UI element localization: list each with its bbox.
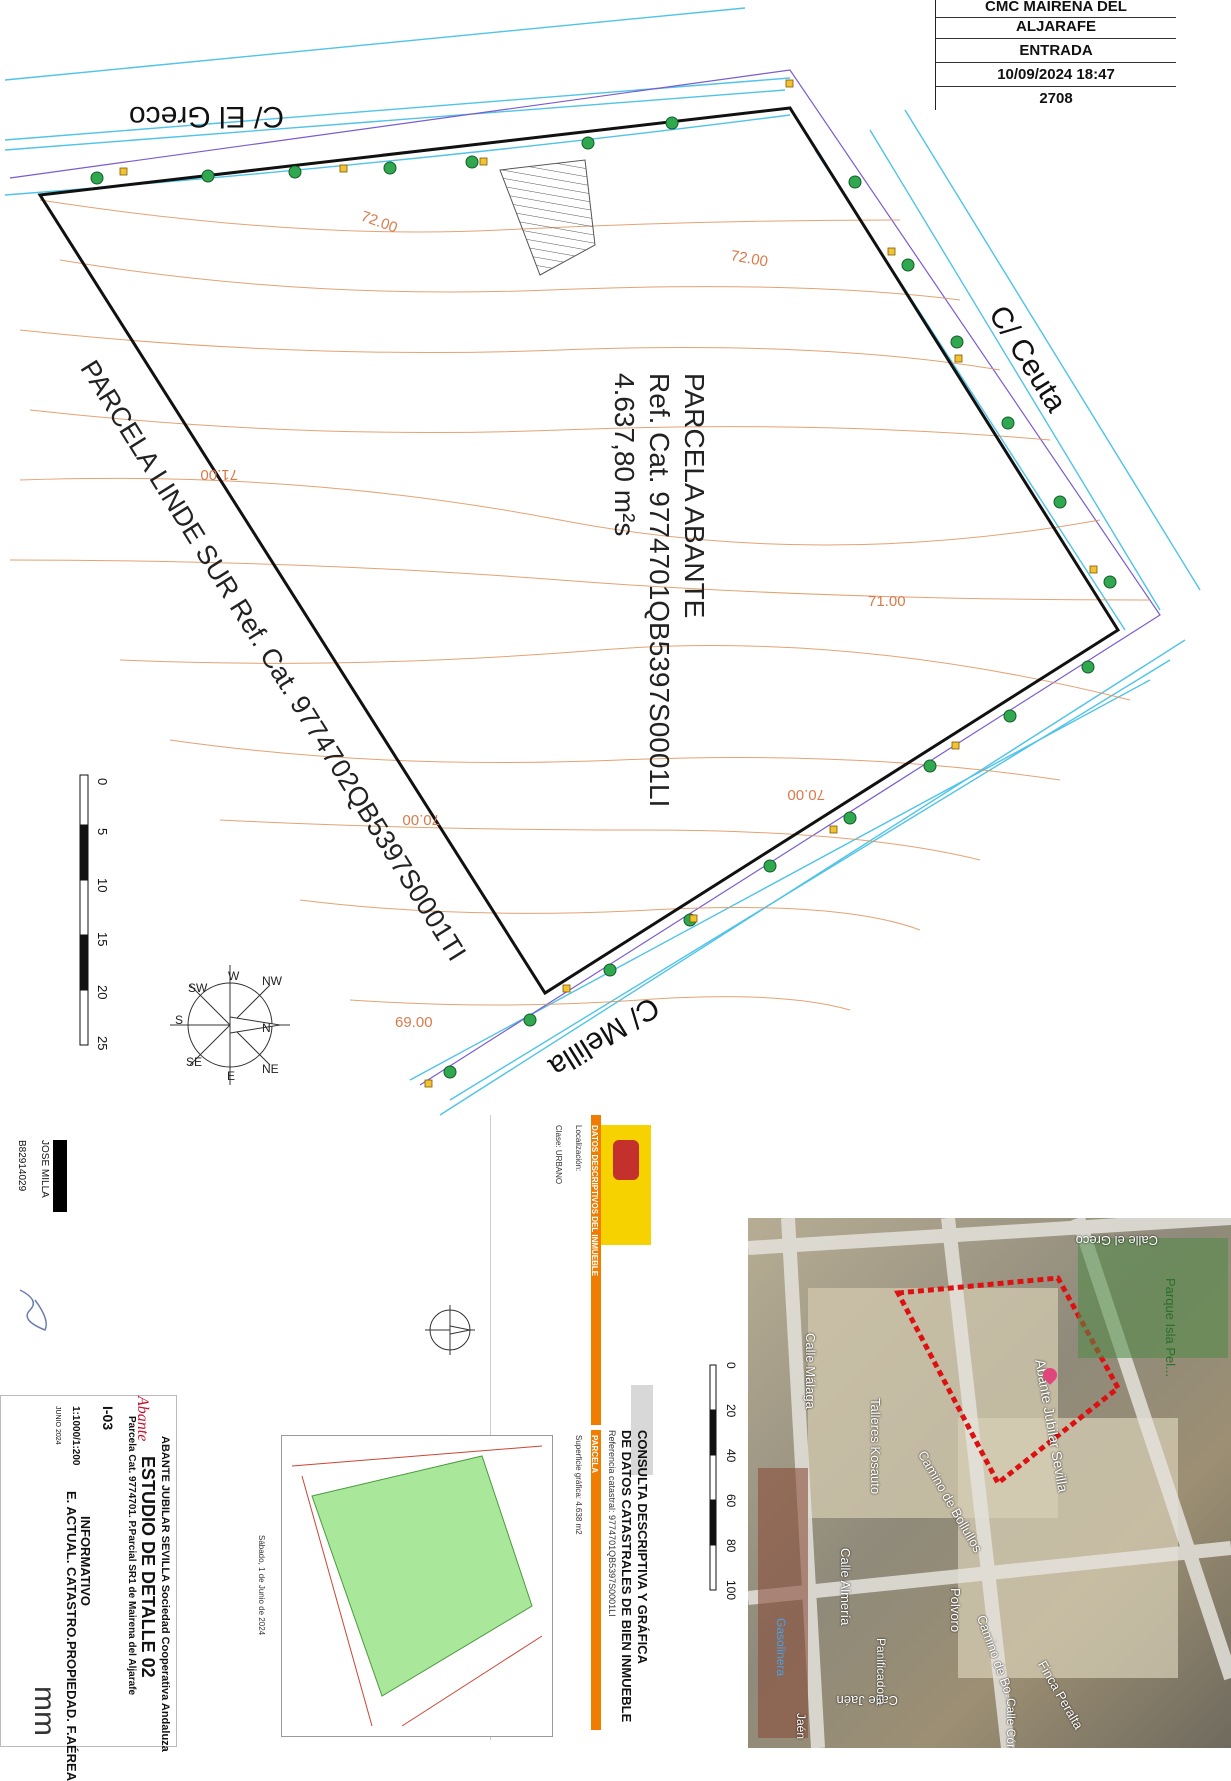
cadastral-date: Sábado, 1 de Junio de 2024 xyxy=(257,1535,266,1636)
aerial-label-panificadora: Panificadora xyxy=(874,1638,888,1705)
stamp-type: ENTRADA xyxy=(936,39,1176,63)
compass-labels: N S E W NE NW SE SW xyxy=(175,969,283,1083)
orange-bar-2 xyxy=(591,1430,601,1730)
compass-w: W xyxy=(228,969,240,983)
contour-label: 70.00 xyxy=(402,811,440,828)
contour-labels: 72.00 72.00 71.00 71.00 70.00 70.00 69.0… xyxy=(200,208,905,1031)
contour-lines xyxy=(9,199,1151,1011)
compass-n: N xyxy=(262,1021,271,1035)
aerial-scale-tick: 60 xyxy=(724,1494,738,1508)
cadastral-ref-line: Referencia catastral: 9774701QB5397S0001… xyxy=(607,1430,617,1617)
aerial-scale-tick: 20 xyxy=(724,1404,738,1418)
aerial-label-cordoba: Calle Córdoba xyxy=(1004,1698,1018,1748)
stamp-org-line2: ALJARAFE xyxy=(936,18,1176,39)
title-sheet-type: INFORMATIVO xyxy=(78,1516,93,1607)
parcel-ref: Ref. Cat. 9774701QB5397S0001LI xyxy=(644,373,675,808)
compass-sw: SW xyxy=(188,981,208,995)
title-sheet-title: E. ACTUAL. CATASTRO.PROPIEDAD. F.AÉREA xyxy=(64,1491,79,1781)
cadastral-surface: Superficie gráfica: 4.638 m2 xyxy=(574,1435,583,1535)
stamp-number: 2708 xyxy=(1039,90,1073,107)
cadastral-section-property: DATOS DESCRIPTIVOS DEL INMUEBLE xyxy=(590,1125,599,1277)
title-sheet-number: I-03 xyxy=(100,1406,116,1431)
compass-rose xyxy=(170,965,290,1085)
aerial-label-polvoro: Polvoro xyxy=(948,1588,963,1633)
contour-label: 72.00 xyxy=(359,208,400,237)
aerial-map xyxy=(748,1218,1231,1748)
title-scale: 1:1000/1:200 xyxy=(70,1406,81,1466)
title-subtitle: Parcela Cat. 9774701. P.Parcial SR1 de M… xyxy=(126,1416,137,1696)
aerial-scale-tick: 0 xyxy=(724,1362,738,1369)
street-label-el-greco: C/ El Greco xyxy=(128,100,284,133)
cadastral-plot xyxy=(291,1445,543,1727)
contour-label: 72.00 xyxy=(729,247,769,270)
scale-tick: 25 xyxy=(95,1036,110,1050)
scale-tick: 15 xyxy=(95,932,110,946)
aerial-label-gasolinera: Gasolinera xyxy=(774,1618,788,1677)
gov-grey-box xyxy=(631,1385,653,1475)
signature-scribble xyxy=(19,1289,47,1331)
aerial-label-park: Parque Isla Pel... xyxy=(1163,1278,1178,1377)
aerial-photo: Calle el Greco Parque Isla Pel... Abante… xyxy=(748,1218,1231,1748)
contour-label: 70.00 xyxy=(787,786,825,803)
parcel-boundary xyxy=(37,106,1121,996)
compass-s: S xyxy=(175,1013,183,1027)
cadastral-section-parcel: PARCELA xyxy=(590,1435,599,1474)
scale-tick: 5 xyxy=(95,828,110,835)
lamp-markers xyxy=(119,79,1098,1088)
property-line xyxy=(9,69,1161,1086)
tree-markers xyxy=(90,116,1117,1079)
signer-name: JOSE MILLA xyxy=(39,1140,50,1198)
parcel-area: 4.637,80 m²s xyxy=(609,373,640,537)
orange-bar-1 xyxy=(591,1115,601,1425)
contour-label: 69.00 xyxy=(395,1014,433,1031)
aerial-label-calle-jaen: Calle Jaén xyxy=(836,1693,898,1708)
cadastral-location: Localización: xyxy=(574,1125,583,1172)
aerial-label-malaga: Calle Málaga xyxy=(803,1333,818,1409)
compass-se: SE xyxy=(186,1055,202,1069)
stamp-datetime: 10/09/2024 18:47 xyxy=(936,63,1176,87)
small-compass xyxy=(425,1305,475,1355)
contour-label: 71.00 xyxy=(200,466,238,483)
aerial-scale-tick: 80 xyxy=(724,1539,738,1553)
scale-tick: 0 xyxy=(95,778,110,785)
title-date: JUNIO 2024 xyxy=(54,1406,61,1445)
title-project: ESTUDIO DE DETALLE 02 xyxy=(138,1456,158,1678)
aerial-label-almeria: Calle Almería xyxy=(838,1548,853,1626)
parcel-name: PARCELA ABANTE xyxy=(679,373,710,619)
firm-logo: mm xyxy=(28,1686,61,1736)
registry-stamp: CMC MAIRENA DEL ALJARAFE ENTRADA 10/09/2… xyxy=(935,0,1176,110)
cadastral-map xyxy=(281,1435,553,1737)
cadastral-use: Clase: URBANO xyxy=(554,1125,563,1185)
cadastral-title-2: DE DATOS CATASTRALES DE BIEN INMUEBLE xyxy=(619,1430,634,1723)
graphic-scale xyxy=(79,774,89,1046)
aerial-scale-tick: 100 xyxy=(724,1580,738,1601)
title-block: ABANTE JUBILAR SEVILLA Sociedad Cooperat… xyxy=(0,1395,177,1781)
signer-id: B82914029 xyxy=(16,1140,27,1192)
aerial-label-jaen: Jaén xyxy=(794,1713,808,1740)
aerial-label-kosauto: Talleres Kosauto xyxy=(868,1398,883,1495)
compass-e: E xyxy=(227,1069,235,1083)
aerial-label-greco: Calle el Greco xyxy=(1075,1233,1158,1248)
stamp-org-line1: CMC MAIRENA DEL xyxy=(936,0,1176,18)
compass-ne: NE xyxy=(262,1062,279,1076)
redaction-bar xyxy=(53,1140,67,1212)
scale-tick: 20 xyxy=(95,985,110,999)
aerial-scale-tick: 40 xyxy=(724,1449,738,1463)
aerial-scale xyxy=(709,1364,717,1591)
cadastral-title-1: CONSULTA DESCRIPTIVA Y GRÁFICA xyxy=(635,1430,650,1665)
contour-label: 71.00 xyxy=(868,593,906,610)
title-client: ABANTE JUBILAR SEVILLA Sociedad Cooperat… xyxy=(159,1436,171,1752)
gov-header xyxy=(601,1125,651,1245)
scale-tick: 10 xyxy=(95,878,110,892)
coat-of-arms-icon xyxy=(613,1140,639,1180)
abante-logo: Abante xyxy=(134,1396,151,1442)
cadastral-panel: DATOS DESCRIPTIVOS DEL INMUEBLE PARCELA … xyxy=(257,1115,666,1740)
compass-nw: NW xyxy=(262,974,283,988)
hatched-area xyxy=(499,159,596,276)
scale-ticks: 0 5 10 15 20 25 xyxy=(95,778,110,1050)
aerial-parcel-outline xyxy=(894,1275,1122,1487)
